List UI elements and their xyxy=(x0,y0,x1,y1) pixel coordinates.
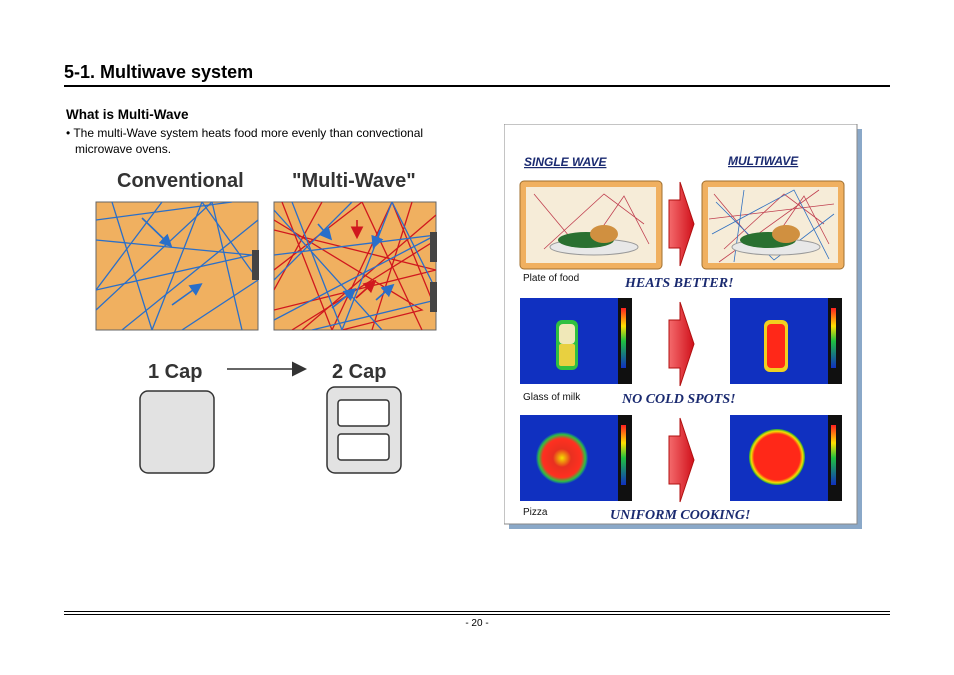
row2-result: NO COLD SPOTS! xyxy=(621,392,736,407)
conventional-label: Conventional xyxy=(117,170,244,192)
bullet-line-2: microwave ovens. xyxy=(75,142,172,156)
arrow-row-2 xyxy=(668,301,695,387)
magnetron-port-2 xyxy=(430,282,437,312)
arrow-row-1 xyxy=(668,181,695,267)
cap2-label: 2 Cap xyxy=(332,361,386,383)
multiwave-blue-paths xyxy=(274,202,436,330)
single-vs-multiwave-comparison: SINGLE WAVE MULTIWAVE Plate of food HEAT… xyxy=(504,124,862,529)
bullet-line-1: • The multi-Wave system heats food more … xyxy=(66,126,424,140)
section-title: 5-1. Multiwave system xyxy=(64,62,254,82)
conventional-vs-multiwave-figure: Conventional "Multi-Wave" 1 Cap 2 C xyxy=(95,170,437,474)
bullet-text: • The multi-Wave system heats food more … xyxy=(66,125,486,157)
row3-item: Pizza xyxy=(523,507,548,518)
arrow-row-3 xyxy=(668,417,695,503)
title-divider xyxy=(64,85,890,87)
conventional-wave-paths xyxy=(96,202,258,330)
footer-divider xyxy=(64,611,890,612)
magnetron-port-1 xyxy=(430,232,437,262)
multiwave-header-label: MULTIWAVE xyxy=(728,154,799,168)
footer-divider-2 xyxy=(64,614,890,615)
row1-result: HEATS BETTER! xyxy=(624,276,734,291)
magnetron-port xyxy=(252,250,259,280)
cap1-label: 1 Cap xyxy=(148,361,202,383)
subheading: What is Multi-Wave xyxy=(66,107,189,122)
multiwave-label: "Multi-Wave" xyxy=(292,170,416,192)
multiwave-oven-cavity xyxy=(273,201,437,331)
one-cap-diagram xyxy=(139,390,215,474)
single-wave-label: SINGLE WAVE xyxy=(524,155,607,169)
row3-result: UNIFORM COOKING! xyxy=(610,508,750,523)
row2-item: Glass of milk xyxy=(523,392,581,403)
row1-item: Plate of food xyxy=(523,273,579,284)
page-number: - 20 - xyxy=(465,618,489,629)
